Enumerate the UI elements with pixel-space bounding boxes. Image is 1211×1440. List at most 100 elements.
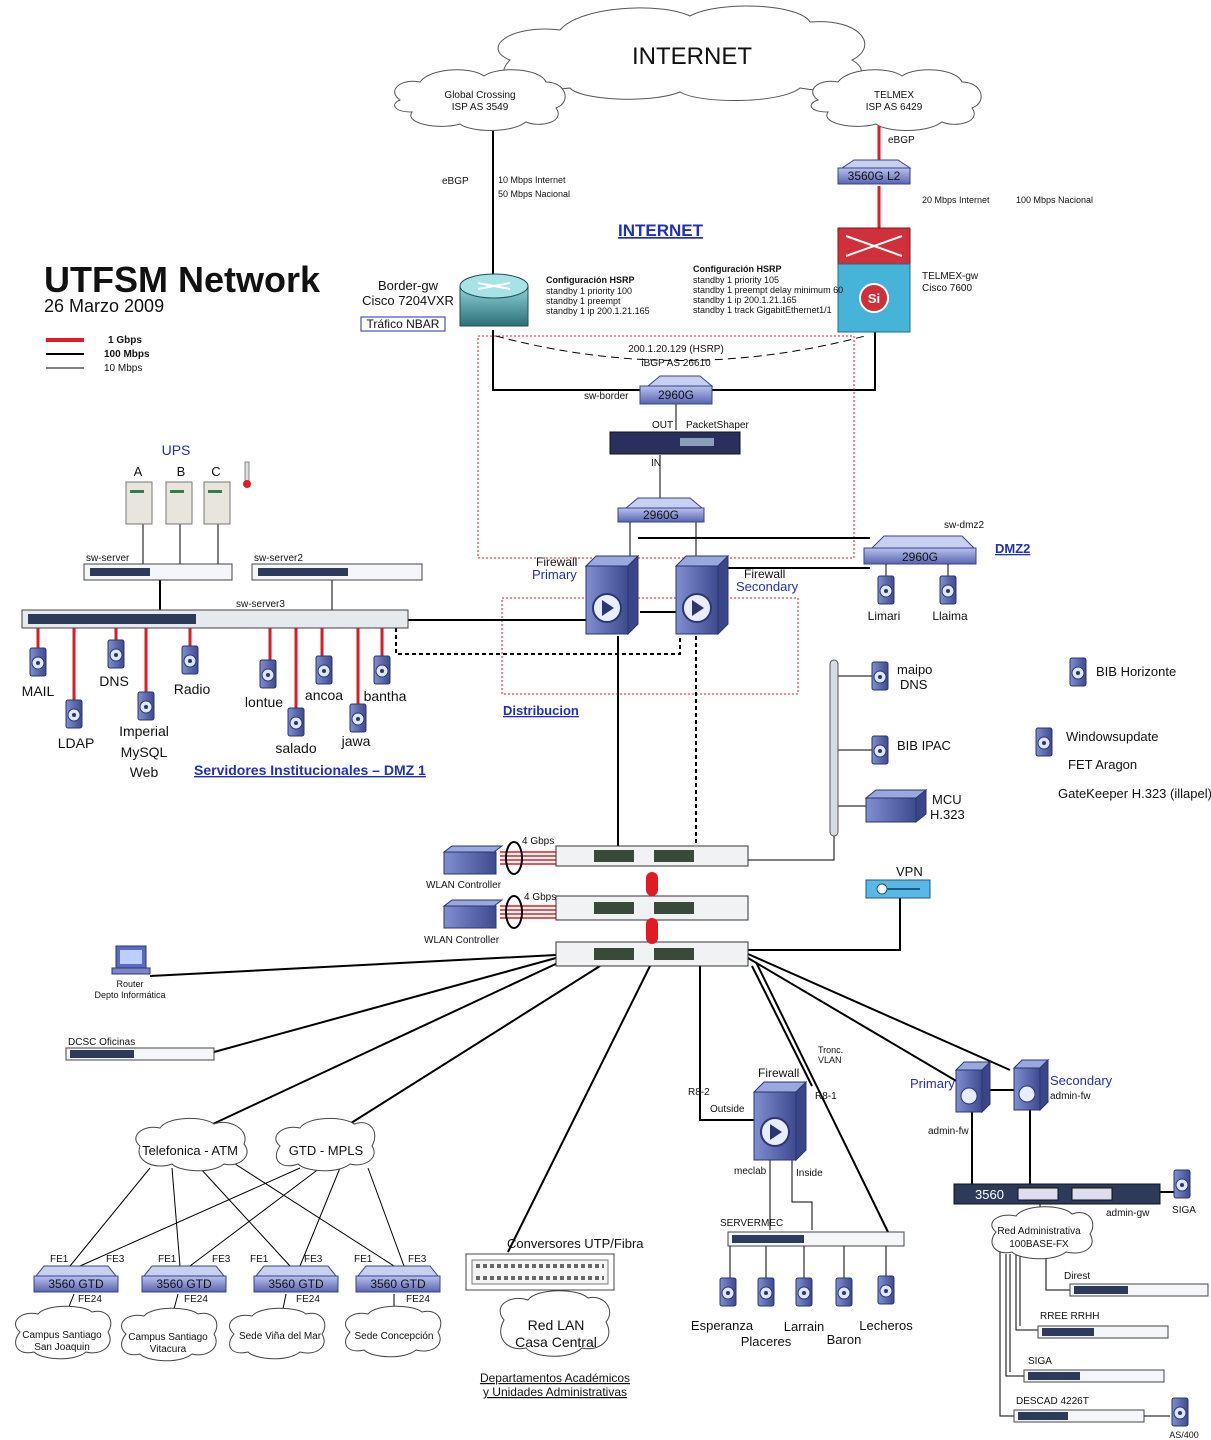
- gtd-switches: 3560 GTD FE1 FE3 FE24 3560 GTD FE1 FE3 F…: [33, 1254, 441, 1305]
- gc-bw-internet: 10 Mbps Internet: [498, 175, 566, 185]
- dcsc-oficinas-switch: DCSC Oficinas: [65, 1037, 215, 1061]
- global-crossing-label: Global Crossing: [444, 90, 515, 101]
- rree-rrhh-label: RREE RRHH: [1040, 1311, 1099, 1322]
- telmex-label: TELMEX: [874, 90, 914, 101]
- wlan-controller-2-label: WLAN Controller: [424, 935, 500, 946]
- server-bib-ipac: BIB IPAC: [897, 738, 951, 753]
- vpn-label: VPN: [896, 864, 923, 879]
- wlan-controller-2: WLAN Controller 4 Gbps: [424, 892, 556, 946]
- packetshaper-label: PacketShaper: [686, 420, 749, 431]
- server-placeres: Placeres: [741, 1334, 792, 1349]
- direst-label: Direst: [1064, 1271, 1090, 1282]
- server-baron: Baron: [827, 1332, 862, 1347]
- admin-fw-right-label: admin-fw: [1050, 1091, 1091, 1102]
- gtd-switch-sanjoaquin: 3560 GTD FE1 FE3 FE24: [33, 1254, 125, 1305]
- sede-concepcion-label: Sede Concepción: [355, 1331, 434, 1342]
- tronc-label: Tronc.: [818, 1045, 843, 1055]
- switch-2960g-core: 2960G: [617, 497, 705, 523]
- ups-unit-a-label: A: [134, 464, 143, 479]
- switch-2960g-dmz2: 2960G sw-dmz2 DMZ2: [863, 520, 1030, 565]
- server-limari: Limari: [868, 609, 901, 623]
- packetshaper-out: OUT: [652, 420, 673, 431]
- server-maipo: maipo: [897, 662, 932, 677]
- descad-switch: DESCAD 4226T: [1013, 1396, 1145, 1423]
- sw-server2-label: sw-server2: [254, 553, 303, 564]
- fe3-label: FE3: [304, 1254, 323, 1265]
- 4gbps-label-2: 4 Gbps: [524, 892, 556, 903]
- dmz1-servers: MAIL LDAP DNS Imperial MySQL Web Radio l…: [22, 639, 407, 780]
- server-dns: DNS: [99, 673, 129, 689]
- mcu-device: MCU H.323: [864, 788, 965, 824]
- gtd-switch-label: 3560 GTD: [156, 1277, 212, 1291]
- departamentos-line2: y Unidades Administrativas: [483, 1385, 627, 1399]
- fe24-label: FE24: [184, 1294, 208, 1305]
- router-depto-label: Router: [116, 979, 143, 989]
- outside-label: Outside: [710, 1104, 745, 1115]
- switch-3560-admin-label: 3560: [975, 1187, 1004, 1202]
- fe1-label: FE1: [250, 1254, 269, 1265]
- server-esperanza: Esperanza: [691, 1318, 754, 1333]
- campus-sanjoaquin-cloud: Campus Santiago San Joaquin: [15, 1305, 112, 1360]
- ups-unit-b: [165, 481, 193, 525]
- server-lecheros: Lecheros: [859, 1318, 913, 1333]
- router-depto-name: Depto Informática: [94, 990, 165, 1000]
- firewall-primary: Firewall Primary: [532, 554, 640, 636]
- dcsc-label: DCSC Oficinas: [68, 1037, 135, 1048]
- ibgp-label: iBGP AS 26610: [641, 358, 711, 369]
- gtd-switch-label: 3560 GTD: [370, 1277, 426, 1291]
- ebgp-left-label: eBGP: [442, 176, 469, 187]
- switch-2960g-border-label: 2960G: [658, 388, 694, 402]
- server-salado: salado: [275, 740, 316, 756]
- server-lontue: lontue: [245, 694, 283, 710]
- servidores-section-label: Servidores Institucionales – DMZ 1: [194, 762, 426, 778]
- vpn-device: VPN: [865, 864, 931, 899]
- admin-secondary-label: Secondary: [1050, 1073, 1113, 1088]
- server-jawa: jawa: [341, 733, 371, 749]
- wlan-controller-1: WLAN Controller 4 Gbps: [426, 836, 554, 891]
- thermometer-icon: [243, 461, 251, 488]
- nbar-label: Tráfico NBAR: [367, 317, 440, 331]
- svg-text:Si: Si: [868, 291, 880, 306]
- red-administrativa-cloud: Red Administrativa 100BASE-FX: [991, 1206, 1094, 1260]
- internet-section-label: INTERNET: [618, 221, 704, 240]
- gtd-switch-concepcion: 3560 GTD FE1 FE3 FE24: [354, 1254, 441, 1305]
- server-siga: SIGA: [1172, 1205, 1196, 1216]
- gtd-switch-vitacura: 3560 GTD FE1 FE3 FE24: [141, 1254, 231, 1305]
- packetshaper-in: IN: [651, 458, 661, 469]
- gtd-switch-label: 3560 GTD: [268, 1277, 324, 1291]
- fw-mec-label: Firewall: [758, 1066, 799, 1080]
- campus-sanjoaquin-label: Campus Santiago: [22, 1330, 102, 1341]
- conversores-label: Conversores UTP/Fibra: [507, 1236, 644, 1251]
- hsrp-right-line: standby 1 preempt delay minimum 60: [693, 285, 843, 295]
- fw-secondary-firewall: Firewall: [744, 567, 785, 581]
- fe3-label: FE3: [212, 1254, 231, 1265]
- ups-unit-c: [203, 481, 231, 525]
- fe1-label: FE1: [50, 1254, 69, 1265]
- switch-3560g-l2-label: 3560G L2: [848, 169, 901, 183]
- switch-2960g-border: 2960G sw-border: [584, 375, 714, 405]
- hsrp-config-left: Configuración HSRP standby 1 priority 10…: [546, 275, 650, 316]
- internet-label: INTERNET: [632, 43, 752, 70]
- diagram-title: UTFSM Network: [44, 259, 321, 300]
- hsrp-left-line: standby 1 preempt: [546, 296, 621, 306]
- server-imperial: Imperial: [119, 723, 169, 739]
- sede-vina-label: Sede Viña del Mar: [239, 1331, 322, 1342]
- sede-concepcion-cloud: Sede Concepción: [345, 1305, 442, 1358]
- server-gatekeeper: GateKeeper H.323 (illapel): [1058, 786, 1211, 801]
- server-imperial-mysql: MySQL: [121, 744, 168, 760]
- red-lan-label: Red LAN: [528, 1317, 585, 1333]
- telmex-as: ISP AS 6429: [866, 102, 923, 113]
- gtd-switch-label: 3560 GTD: [48, 1277, 104, 1291]
- title-block: UTFSM Network 26 Marzo 2009: [44, 259, 321, 316]
- direst-switch: Direst: [1064, 1271, 1209, 1297]
- fe3-label: FE3: [408, 1254, 427, 1265]
- switch-2960g-core-label: 2960G: [643, 508, 679, 522]
- inside-label: Inside: [796, 1168, 823, 1179]
- hsrp-left-title: Configuración HSRP: [546, 275, 635, 285]
- gc-bw-nacional: 50 Mbps Nacional: [498, 189, 570, 199]
- server-bib-horizonte: BIB Horizonte: [1096, 664, 1176, 679]
- servermec-switch: SERVERMEC: [720, 1218, 905, 1247]
- fe24-label: FE24: [296, 1294, 320, 1305]
- telmex-gw-name: TELMEX-gw: [922, 271, 979, 282]
